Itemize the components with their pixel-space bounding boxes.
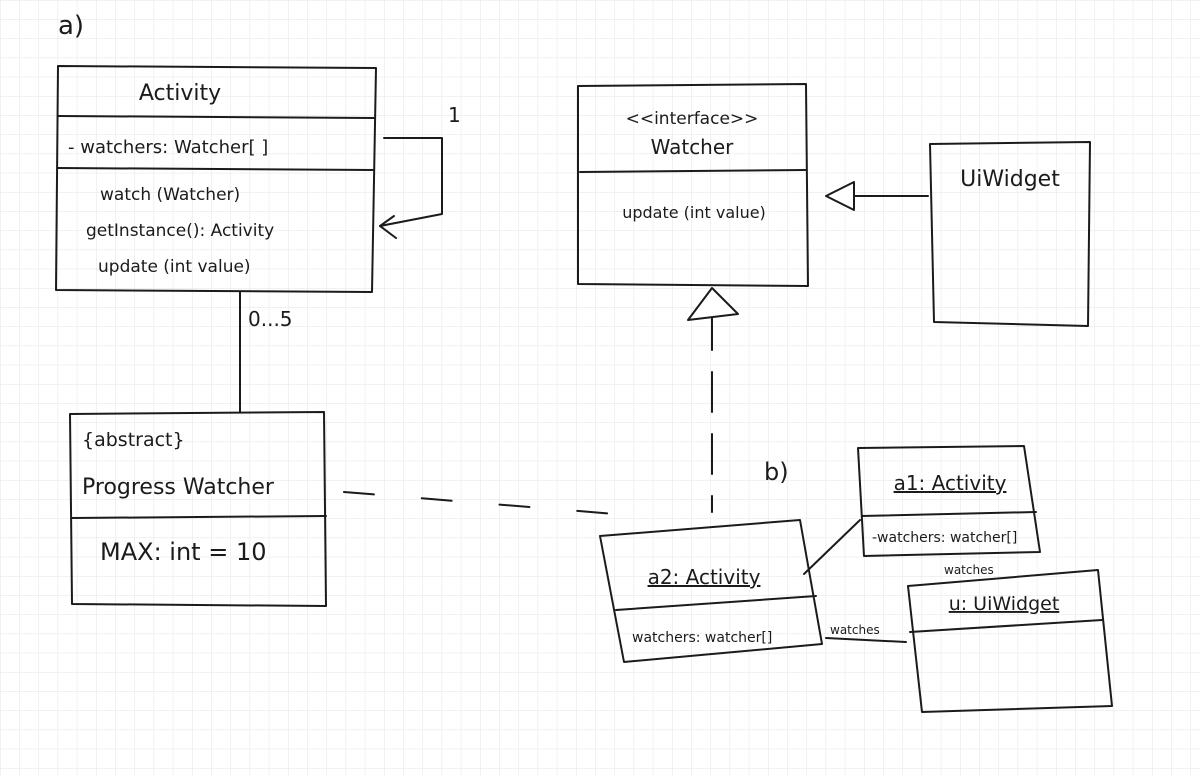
progress-watcher-class: {abstract} Progress Watcher MAX: int = 1… [69,411,327,607]
link-a2-u [825,637,907,643]
activity-method-getinstance: getInstance(): Activity [86,221,274,241]
object-a1-attribute: -watchers: watcher[] [872,530,1017,546]
uiwidget-class-box [929,141,1091,327]
uiwidget-class: UiWidget [929,141,1091,327]
self-association-arrowhead [379,215,397,239]
object-a1-box [857,445,1041,557]
activity-class-box [55,65,377,293]
activity-class-name: Activity [139,81,221,106]
object-a2-activity: a2: Activity watchers: watcher[] [599,519,823,663]
object-a2-name: a2: Activity [648,565,761,589]
object-u-uiwidget: u: UiWidget [907,569,1113,713]
progress-watcher-attribute: MAX: int = 10 [100,538,266,566]
object-a2-box [599,519,823,663]
realization-dashed-horizontal [343,491,641,517]
object-u-name: u: UiWidget [949,593,1060,615]
activity-method-update: update (int value) [98,257,251,277]
uiwidget-class-name: UiWidget [960,167,1060,192]
part-a-label: a) [58,11,84,41]
object-a1-activity: a1: Activity -watchers: watcher[] [857,445,1041,557]
progress-watcher-stereotype: {abstract} [82,429,185,451]
activity-divider-2 [57,167,375,171]
activity-class: Activity - watchers: Watcher[ ] watch (W… [55,65,377,293]
self-association-line [379,137,443,227]
watcher-interface-name: Watcher [651,135,735,159]
association-multiplicity: 0...5 [248,307,293,331]
realization-triangle-watcher [687,287,739,321]
object-u-box [907,569,1113,713]
self-association-multiplicity: 1 [448,103,461,127]
watcher-method-update: update (int value) [622,203,766,222]
realization-uiwidget-watcher [825,181,929,211]
watcher-interface: <<interface>> Watcher update (int value) [577,83,809,287]
progress-watcher-name: Progress Watcher [82,475,275,500]
link-a2-a1 [803,519,861,575]
activity-attribute: - watchers: Watcher[ ] [68,137,268,158]
link-a2-u-label: watches [830,623,880,637]
object-u-divider [909,619,1103,633]
object-a2-attribute: watchers: watcher[] [632,630,772,646]
progress-watcher-box [69,411,327,607]
realization-progresswatcher-watcher [343,287,739,517]
activity-self-association: 1 [379,103,461,239]
part-b-label: b) [764,458,789,486]
progress-watcher-divider [71,515,327,519]
object-a2-divider [615,595,817,611]
watcher-stereotype: <<interface>> [626,109,759,129]
watcher-interface-box [577,83,809,287]
activity-method-watch: watch (Watcher) [100,185,240,205]
activity-divider-1 [57,115,375,119]
object-a1-divider [861,511,1037,517]
object-a1-name: a1: Activity [894,471,1007,495]
watcher-divider [579,169,807,173]
realization-triangle-uiwidget [825,181,855,211]
link-a1-u-label: watches [944,563,994,577]
